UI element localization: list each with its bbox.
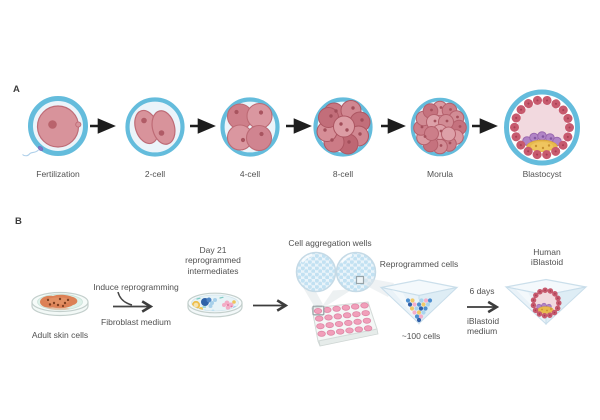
adult-skin-cells-label: Adult skin cells [31,330,89,340]
reprogrammed-cells-label: Reprogrammed cells [379,259,459,269]
sperm-icon [22,146,44,157]
iblastoid-funnel [504,278,588,326]
embryo-stage-blastocyst [504,89,580,166]
panel-b-label: B [15,216,22,227]
cell-count-label: ~100 cells [401,331,441,341]
cell-aggregate [405,298,433,323]
iblastoid-illustration [530,287,562,319]
stage-label-8cell: 8-cell [332,169,354,179]
fibroblast-medium-label: Fibroblast medium [101,317,171,327]
six-days-label: 6 days [469,286,495,296]
hypoblast [526,139,558,152]
stage-label-blastocyst: Blastocyst [522,169,562,179]
embryo-stage-4cell [220,97,280,157]
induce-reprogramming-label: Induce reprogramming [93,282,179,292]
well-plate [311,301,379,347]
stage-label-4cell: 4-cell [239,169,261,179]
iblastoid-medium-label: iBlastoid medium [467,316,500,337]
embryo-stage-2cell [125,97,185,157]
microwell-funnel [379,279,459,325]
stage-label-fertilization: Fertilization [36,169,80,179]
cell-aggregation-wells-label: Cell aggregation wells [288,238,372,248]
stage-label-morula: Morula [427,169,453,179]
embryo-stage-morula [410,97,470,157]
stage-label-2cell: 2-cell [144,169,166,179]
panel-a-label: A [13,84,20,95]
highlighted-well-outline [312,305,325,316]
embryo-stage-fertilization [22,96,88,157]
microwell-zoom-square [355,275,365,285]
day21-intermediates-label: Day 21 reprogrammed intermediates [185,245,241,276]
day21-intermediates-dish [187,292,243,318]
induce-reprogramming-arrow [113,291,154,313]
adult-skin-cells-dish [31,291,89,317]
aggregation-well-left [295,251,337,293]
human-iblastoid-label: Human iBlastoid [530,247,564,268]
embryo-stage-8cell [313,97,373,157]
plate-wells [313,302,373,337]
